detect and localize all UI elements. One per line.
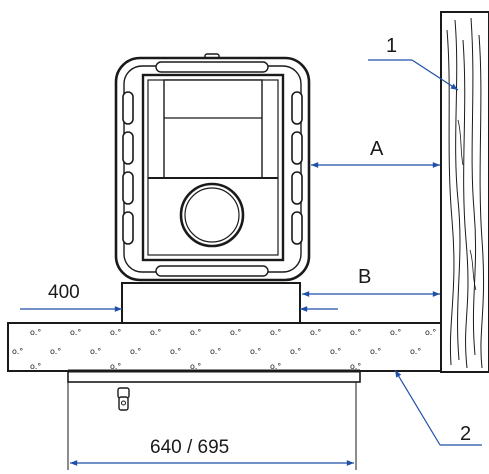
leader-line-1 [368,59,459,91]
svg-text:o.°: o.° [150,328,161,337]
stove [114,53,311,282]
svg-text:o.°: o.° [210,347,221,356]
plinth-width-label: 400 [48,282,80,303]
svg-text:o.°: o.° [310,328,321,337]
wooden-wall [440,11,489,373]
svg-text:o.°: o.° [410,347,421,356]
svg-text:o.°: o.° [270,328,281,337]
plinth [121,282,301,324]
dimension-640-695 [67,382,357,470]
gap-a-label: A [370,138,384,160]
svg-text:o.°: o.° [110,328,121,337]
svg-text:o.°: o.° [90,347,101,356]
callout-2-label: 2 [460,423,471,445]
svg-text:o.°: o.° [70,328,81,337]
svg-text:o.°: o.° [170,347,181,356]
svg-text:o.°: o.° [350,328,361,337]
svg-text:o.°: o.° [290,347,301,356]
concrete-floor: o.° o.° o.° o.° o.° o.° o.° o.° o.° o.° o.° o.°… [7,322,442,372]
svg-text:o.°: o.° [190,362,201,371]
svg-text:o.°: o.° [50,347,61,356]
svg-text:o.°: o.° [230,328,241,337]
floor-plate [67,369,361,411]
svg-text:o.°: o.° [130,347,141,356]
svg-text:o.°: o.° [370,347,381,356]
svg-text:o.°: o.° [330,347,341,356]
svg-text:o.°: o.° [250,347,261,356]
svg-text:o.°: o.° [30,362,41,371]
svg-text:o.°: o.° [270,362,281,371]
svg-text:o.°: o.° [425,328,436,337]
svg-text:o.°: o.° [12,347,23,356]
floor-plate-width-label: 640 / 695 [150,437,229,458]
callout-1-label: 1 [386,35,397,57]
svg-text:o.°: o.° [110,362,121,371]
leader-line-2 [394,369,482,446]
svg-text:o.°: o.° [190,328,201,337]
svg-text:o.°: o.° [30,328,41,337]
gap-b-label: B [358,266,371,288]
svg-text:o.°: o.° [350,362,361,371]
svg-text:o.°: o.° [390,328,401,337]
